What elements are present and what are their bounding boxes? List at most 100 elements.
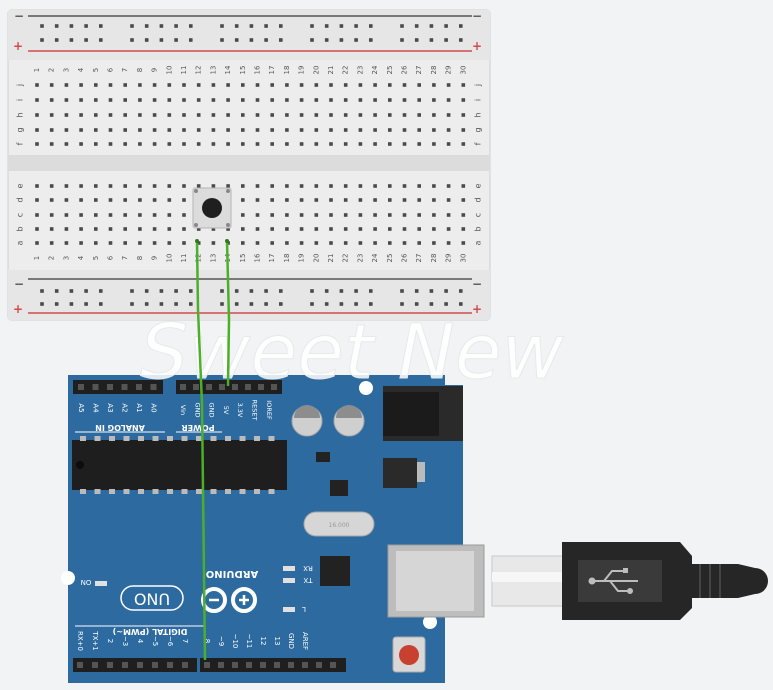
breadboard-hole[interactable] — [152, 227, 157, 231]
header-pin[interactable] — [232, 662, 238, 668]
breadboard-hole[interactable] — [461, 113, 466, 117]
breadboard-hole[interactable] — [144, 289, 149, 293]
breadboard-hole[interactable] — [241, 227, 245, 231]
breadboard-hole[interactable] — [123, 227, 127, 231]
breadboard-hole[interactable] — [417, 83, 421, 87]
breadboard-hole[interactable] — [414, 24, 419, 28]
breadboard-hole[interactable] — [49, 83, 54, 87]
breadboard-hole[interactable] — [108, 241, 113, 245]
breadboard-hole[interactable] — [369, 289, 373, 293]
breadboard-hole[interactable] — [299, 128, 304, 132]
breadboard-hole[interactable] — [196, 98, 201, 102]
breadboard-hole[interactable] — [167, 142, 172, 146]
header-pin[interactable] — [258, 384, 264, 390]
breadboard-hole[interactable] — [108, 83, 113, 87]
breadboard-hole[interactable] — [174, 302, 178, 306]
breadboard-hole[interactable] — [49, 184, 54, 188]
breadboard-hole[interactable] — [417, 198, 421, 202]
breadboard-hole[interactable] — [152, 198, 157, 202]
breadboard-hole[interactable] — [123, 113, 127, 117]
breadboard-hole[interactable] — [138, 241, 142, 245]
breadboard-hole[interactable] — [446, 142, 451, 146]
breadboard-hole[interactable] — [358, 227, 363, 231]
breadboard-hole[interactable] — [358, 142, 363, 146]
breadboard-hole[interactable] — [94, 227, 98, 231]
breadboard-hole[interactable] — [270, 98, 274, 102]
header-pin[interactable] — [136, 384, 142, 390]
breadboard-hole[interactable] — [123, 198, 127, 202]
breadboard-hole[interactable] — [343, 142, 348, 146]
breadboard-hole[interactable] — [40, 302, 44, 306]
breadboard-hole[interactable] — [35, 198, 39, 202]
breadboard-hole[interactable] — [174, 38, 178, 42]
breadboard-hole[interactable] — [94, 128, 98, 132]
breadboard-hole[interactable] — [417, 213, 421, 217]
breadboard-hole[interactable] — [79, 128, 83, 132]
breadboard-hole[interactable] — [285, 227, 289, 231]
breadboard-hole[interactable] — [417, 184, 421, 188]
breadboard-hole[interactable] — [432, 184, 436, 188]
breadboard-hole[interactable] — [358, 113, 363, 117]
breadboard-hole[interactable] — [84, 302, 88, 306]
header-pin[interactable] — [92, 662, 98, 668]
breadboard-hole[interactable] — [279, 24, 283, 28]
breadboard-hole[interactable] — [339, 24, 344, 28]
header-pin[interactable] — [152, 662, 158, 668]
breadboard-hole[interactable] — [152, 128, 157, 132]
breadboard-hole[interactable] — [324, 289, 329, 293]
header-pin[interactable] — [92, 384, 99, 390]
breadboard-hole[interactable] — [461, 241, 466, 245]
breadboard-hole[interactable] — [264, 302, 268, 306]
breadboard-hole[interactable] — [446, 128, 451, 132]
header-pin[interactable] — [246, 662, 252, 668]
breadboard-hole[interactable] — [234, 302, 239, 306]
breadboard-hole[interactable] — [152, 184, 157, 188]
breadboard-hole[interactable] — [285, 184, 289, 188]
header-pin[interactable] — [302, 662, 308, 668]
breadboard-hole[interactable] — [35, 98, 39, 102]
breadboard-hole[interactable] — [461, 227, 466, 231]
breadboard-hole[interactable] — [285, 241, 289, 245]
header-pin[interactable] — [316, 662, 322, 668]
breadboard-hole[interactable] — [388, 113, 392, 117]
breadboard-hole[interactable] — [94, 241, 98, 245]
breadboard-hole[interactable] — [123, 83, 127, 87]
breadboard-hole[interactable] — [189, 302, 193, 306]
header-pin[interactable] — [193, 384, 199, 390]
breadboard-hole[interactable] — [339, 289, 344, 293]
breadboard-hole[interactable] — [444, 38, 448, 42]
header-pin[interactable] — [271, 384, 277, 390]
breadboard-hole[interactable] — [99, 38, 103, 42]
breadboard-hole[interactable] — [285, 128, 289, 132]
breadboard-hole[interactable] — [69, 24, 74, 28]
breadboard-hole[interactable] — [144, 38, 149, 42]
breadboard-hole[interactable] — [255, 98, 260, 102]
breadboard-hole[interactable] — [417, 98, 421, 102]
breadboard-hole[interactable] — [174, 24, 178, 28]
breadboard-hole[interactable] — [279, 38, 283, 42]
breadboard-hole[interactable] — [402, 98, 407, 102]
breadboard-hole[interactable] — [400, 38, 404, 42]
breadboard-hole[interactable] — [241, 98, 245, 102]
breadboard-hole[interactable] — [444, 24, 448, 28]
breadboard-hole[interactable] — [159, 24, 164, 28]
breadboard-hole[interactable] — [241, 198, 245, 202]
breadboard-hole[interactable] — [241, 113, 245, 117]
breadboard-hole[interactable] — [285, 198, 289, 202]
breadboard-hole[interactable] — [167, 83, 172, 87]
breadboard-hole[interactable] — [446, 227, 451, 231]
breadboard-hole[interactable] — [402, 213, 407, 217]
breadboard-hole[interactable] — [79, 213, 83, 217]
breadboard-hole[interactable] — [211, 98, 216, 102]
breadboard-hole[interactable] — [182, 227, 186, 231]
breadboard-hole[interactable] — [234, 24, 239, 28]
breadboard-hole[interactable] — [249, 289, 254, 293]
breadboard-hole[interactable] — [49, 213, 54, 217]
breadboard-hole[interactable] — [182, 213, 186, 217]
breadboard-hole[interactable] — [182, 98, 186, 102]
breadboard-hole[interactable] — [108, 98, 113, 102]
breadboard-hole[interactable] — [417, 113, 421, 117]
breadboard-hole[interactable] — [167, 213, 172, 217]
breadboard-hole[interactable] — [432, 241, 436, 245]
